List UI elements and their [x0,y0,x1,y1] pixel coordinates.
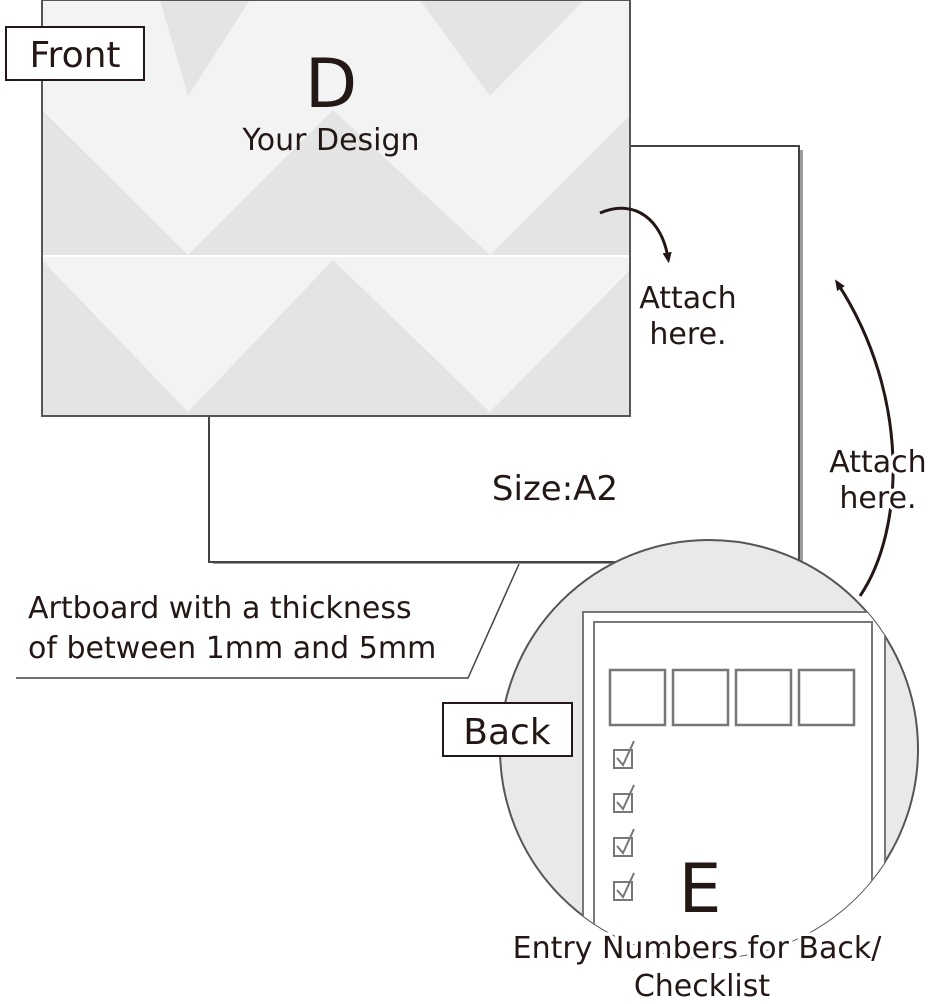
artboard-note-line1: Artboard with a thickness [28,591,412,626]
attach-top-line1: Attach [639,281,736,316]
front-tag-box [5,26,145,81]
checkbox-icon [613,872,635,901]
entry-number-box [608,668,667,727]
front-tag: Front [29,35,120,76]
front-panel [42,0,630,416]
board-size-label: Size:A2 [492,469,618,509]
entry-number-box [797,668,856,727]
attach-side-line2: here. [839,481,916,516]
checklist-checkboxes [613,740,635,901]
entry-number-box [734,668,793,727]
entry-number-boxes [608,668,856,727]
back-caption-line1: Entry Numbers for Back/ [513,931,883,966]
entry-number-box [671,668,730,727]
front-letter: D [305,45,357,124]
attach-side-arrow [835,279,895,597]
back-tag: Back [463,712,551,753]
back-tag-box [442,702,573,757]
front-design-label: Your Design [241,123,419,158]
attach-side-line1: Attach [829,445,926,480]
checkbox-icon [613,740,635,769]
checkbox-icon [613,828,635,857]
attach-top-line2: here. [649,317,726,352]
artboard-note-line2: of between 1mm and 5mm [28,631,436,666]
attach-top-arrow [599,206,672,264]
checkbox-icon [613,784,635,813]
chevron-pattern [42,0,630,416]
artboard-leader-line [16,563,520,679]
back-sheet [582,611,886,958]
back-caption-line2: Checklist [634,969,771,1004]
back-letter: E [679,850,722,929]
